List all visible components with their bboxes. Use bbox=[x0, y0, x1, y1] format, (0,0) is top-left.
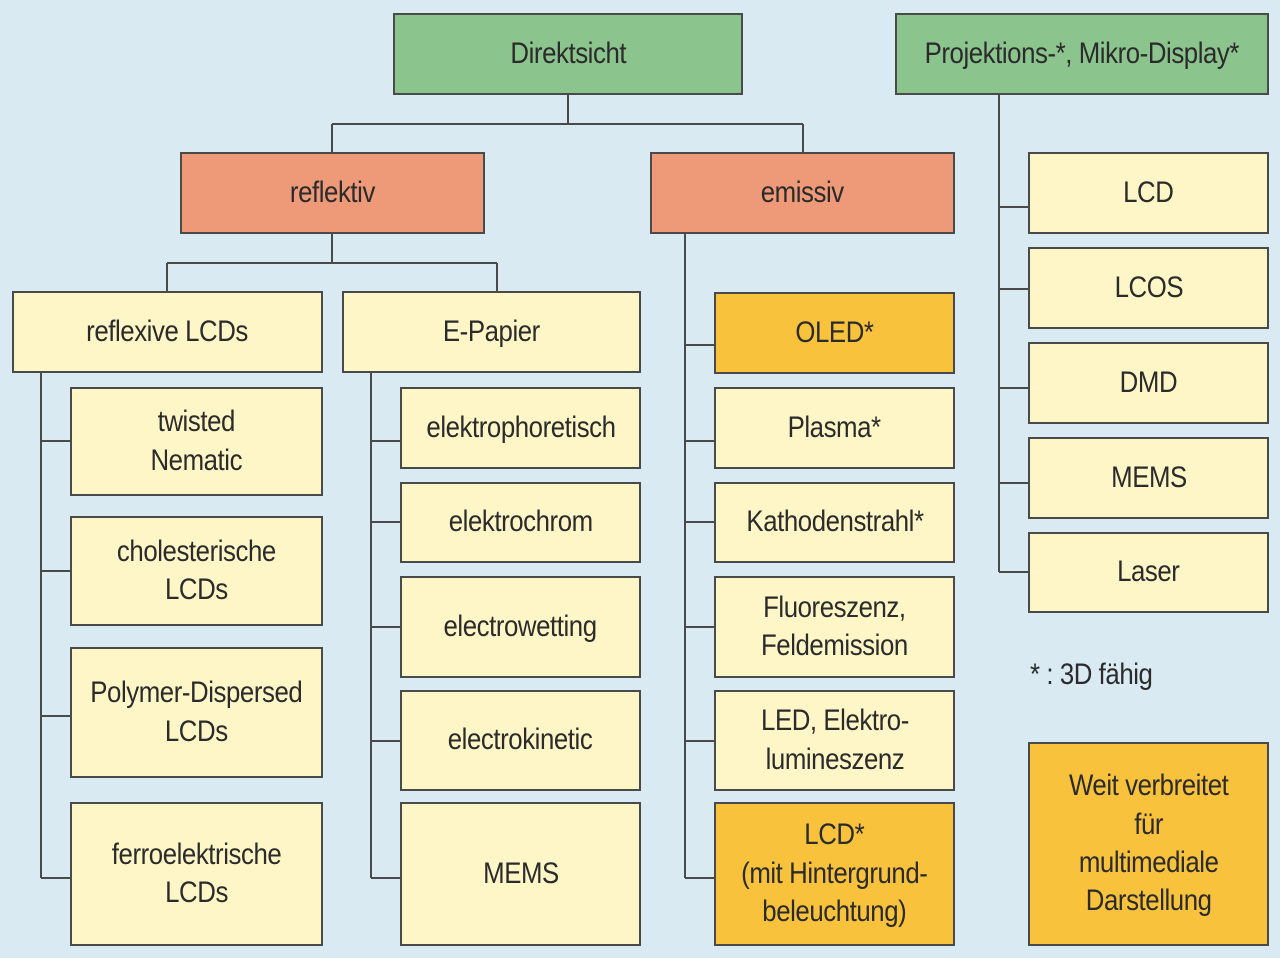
node-projektion-mikro-display: Projektions-*, Mikro-Display* bbox=[895, 13, 1269, 95]
node-electrokinetic: electrokinetic bbox=[400, 690, 641, 791]
node-emissiv: emissiv bbox=[650, 152, 955, 234]
node-dmd: DMD bbox=[1028, 342, 1269, 424]
node-oled: OLED* bbox=[714, 292, 955, 374]
node-ferroelektrische-lcds: ferroelektrische LCDs bbox=[70, 802, 323, 946]
node-reflektiv: reflektiv bbox=[180, 152, 485, 234]
node-direktsicht: Direktsicht bbox=[393, 13, 743, 95]
node-kathodenstrahl: Kathodenstrahl* bbox=[714, 482, 955, 563]
node-lcd-projektion: LCD bbox=[1028, 152, 1269, 234]
node-elektrophoretisch: elektrophoretisch bbox=[400, 387, 641, 469]
legend-weit-verbreitet: Weit verbreitet für multimediale Darstel… bbox=[1028, 742, 1269, 946]
node-elektrochrom: elektrochrom bbox=[400, 482, 641, 563]
node-lcos: LCOS bbox=[1028, 247, 1269, 329]
node-electrowetting: electrowetting bbox=[400, 576, 641, 678]
node-laser: Laser bbox=[1028, 532, 1269, 613]
node-reflexive-lcds: reflexive LCDs bbox=[12, 291, 323, 373]
node-mems-projektion: MEMS bbox=[1028, 437, 1269, 519]
node-mems-epapier: MEMS bbox=[400, 802, 641, 946]
node-twisted-nematic: twisted Nematic bbox=[70, 387, 323, 496]
node-polymer-dispersed-lcds: Polymer-Dispersed LCDs bbox=[70, 647, 323, 778]
node-cholesterische-lcds: cholesterische LCDs bbox=[70, 516, 323, 626]
note-3d-faehig: * : 3D fähig bbox=[1030, 658, 1153, 691]
node-fluoreszenz-feldemission: Fluoreszenz, Feldemission bbox=[714, 576, 955, 678]
node-led-elektrolumineszenz: LED, Elektro- lumineszenz bbox=[714, 690, 955, 791]
node-lcd-hintergrundbeleuchtung: LCD* (mit Hintergrund- beleuchtung) bbox=[714, 802, 955, 946]
node-e-papier: E-Papier bbox=[342, 291, 641, 373]
node-plasma: Plasma* bbox=[714, 387, 955, 469]
